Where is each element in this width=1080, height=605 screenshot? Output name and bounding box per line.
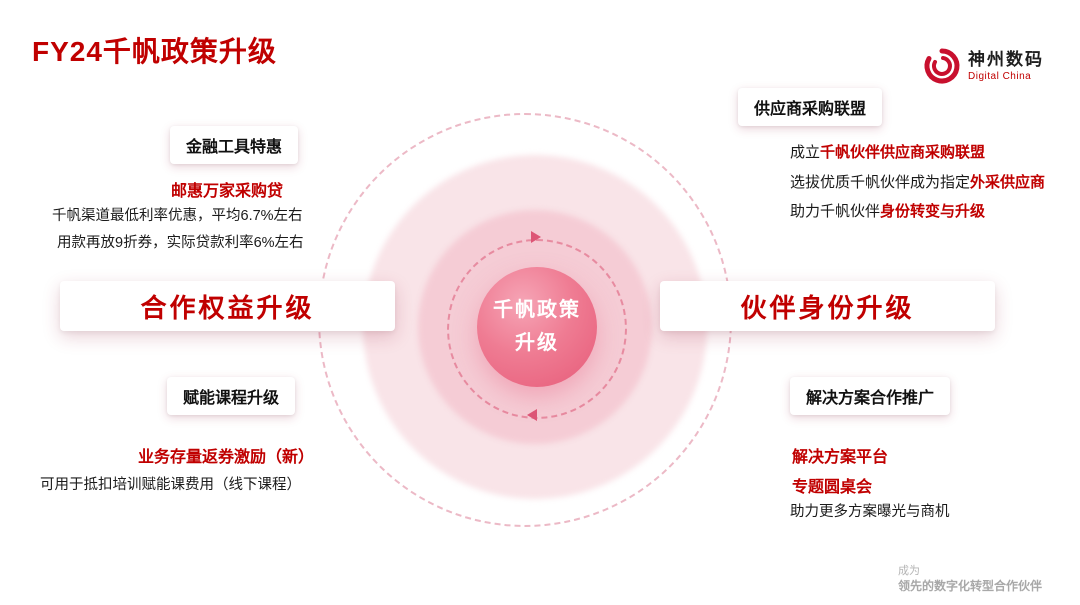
solution-subtitle1: 解决方案平台 xyxy=(792,449,889,466)
center-circle: 千帆政策 升级 xyxy=(477,267,597,387)
right-band-title: 伙伴身份升级 xyxy=(660,281,995,331)
alliance-line3: 助力千帆伙伴身份转变与升级 xyxy=(790,200,985,221)
alliance-line2: 选拔优质千帆伙伴成为指定外采供应商 xyxy=(790,171,1045,192)
solution-detail-line1: 助力更多方案曝光与商机 xyxy=(790,504,950,520)
finance-header-box: 金融工具特惠 xyxy=(170,126,299,164)
course-subtitle: 业务存量返券激励（新） xyxy=(138,449,315,466)
logo-text: 神州数码 Digital China xyxy=(968,51,1044,82)
alliance-line3-black: 助力千帆伙伴 xyxy=(790,203,881,220)
digital-china-logo: 神州数码 Digital China xyxy=(922,46,1044,86)
footer-line2: 领先的数字化转型合作伙伴 xyxy=(898,579,1043,593)
clockwise-arrow-bottom-icon xyxy=(527,409,537,421)
alliance-line1-black: 成立 xyxy=(790,144,821,161)
alliance-line3-red: 身份转变与升级 xyxy=(880,203,986,220)
alliance-header-box: 供应商采购联盟 xyxy=(738,88,883,126)
clockwise-arrow-top-icon xyxy=(531,231,541,243)
logo-cn-text: 神州数码 xyxy=(968,49,1044,69)
left-band-title: 合作权益升级 xyxy=(60,281,395,331)
alliance-line2-red: 外采供应商 xyxy=(970,174,1046,191)
alliance-line1-red: 千帆伙伴供应商采购联盟 xyxy=(820,144,986,161)
footer-slogan: 成为 领先的数字化转型合作伙伴 xyxy=(898,564,1042,594)
alliance-line2-black: 选拔优质千帆伙伴成为指定 xyxy=(790,174,971,191)
solution-subtitle2: 专题圆桌会 xyxy=(792,479,873,496)
logo-swirl-icon xyxy=(924,48,960,84)
finance-subtitle: 邮惠万家采购贷 xyxy=(171,183,284,200)
finance-detail-line1: 千帆渠道最低利率优惠，平均6.7%左右 xyxy=(52,208,303,224)
logo-en-text: Digital China xyxy=(968,70,1032,82)
alliance-line1: 成立千帆伙伴供应商采购联盟 xyxy=(790,141,985,162)
solution-header-box: 解决方案合作推广 xyxy=(790,377,951,415)
page-title: FY24千帆政策升级 xyxy=(32,36,277,67)
course-detail-line1: 可用于抵扣培训赋能课费用（线下课程） xyxy=(40,477,301,493)
finance-detail-line2: 用款再放9折券，实际贷款利率6%左右 xyxy=(57,235,304,251)
center-title-line2: 升级 xyxy=(515,332,559,354)
footer-line1: 成为 xyxy=(898,565,920,577)
center-title-line1: 千帆政策 xyxy=(493,299,581,321)
course-header-box: 赋能课程升级 xyxy=(167,377,296,415)
